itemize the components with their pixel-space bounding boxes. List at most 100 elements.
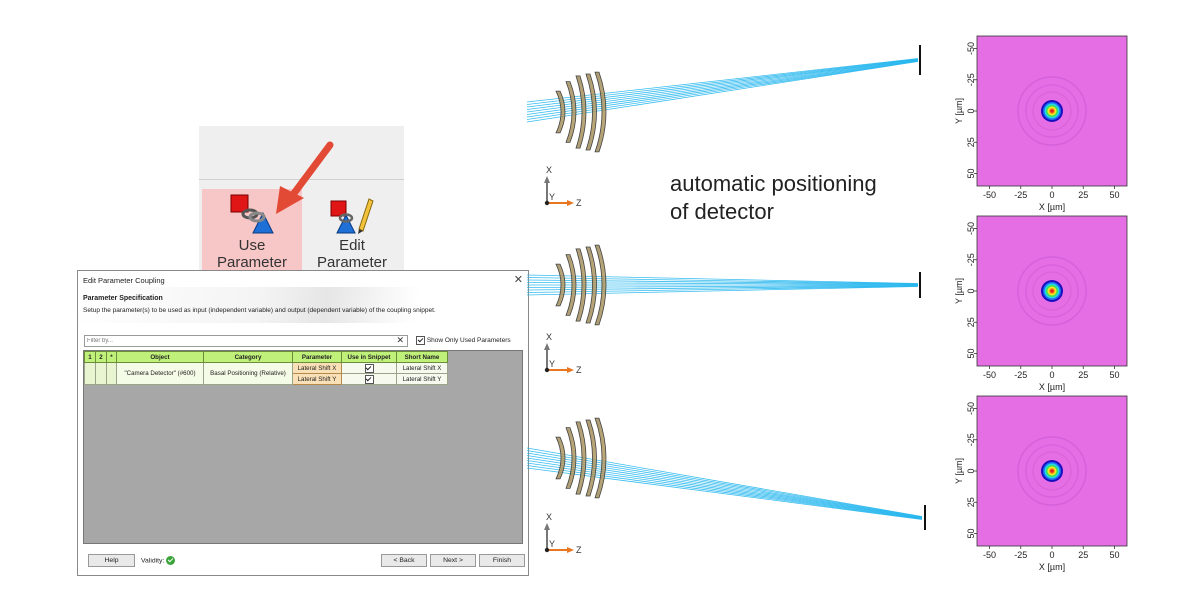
x-tick-label: -50	[983, 370, 996, 380]
section-title: Parameter Specification	[83, 295, 163, 302]
parameter-coupling-icon	[230, 194, 274, 234]
y-tick-label: 25	[966, 317, 976, 327]
x-tick-label: 0	[1049, 550, 1054, 560]
dialog-header-band	[78, 287, 528, 323]
object-cell[interactable]: "Camera Detector" (#600)	[116, 362, 204, 385]
annotation-text: automatic positioning of detector	[670, 171, 877, 224]
ray	[526, 465, 923, 520]
optical-scene-3: XYZ	[526, 417, 926, 555]
ray	[526, 58, 919, 103]
x-axis-label: X	[546, 332, 552, 342]
dialog-title: Edit Parameter Coupling	[83, 276, 165, 285]
x-tick-label: -25	[1014, 550, 1027, 560]
x-arrowhead	[544, 343, 550, 350]
y-axis-dot	[544, 367, 550, 373]
optical-scene-1: X Y Z	[526, 45, 921, 208]
category-cell[interactable]: Basal Positioning (Relative)	[203, 362, 293, 385]
x-tick-label: -50	[983, 550, 996, 560]
lens-element	[575, 421, 587, 495]
help-button[interactable]: Help	[88, 554, 135, 567]
finish-button[interactable]: Finish	[479, 554, 525, 567]
back-button[interactable]: < Back	[381, 554, 427, 567]
column-header[interactable]: 2	[95, 351, 107, 363]
x-tick-label: -25	[1014, 370, 1027, 380]
psf-core	[1050, 469, 1054, 473]
diffraction-ring	[1032, 451, 1072, 491]
lens-element	[565, 254, 577, 316]
show-only-used-checkbox[interactable]: Show Only Used Parameters	[416, 336, 511, 345]
show-only-used-label: Show Only Used Parameters	[426, 337, 511, 345]
optical-scene-2: XYZ	[526, 244, 921, 375]
validity-indicator: Validity:	[141, 556, 176, 565]
close-icon[interactable]: ✕	[513, 274, 523, 286]
y-tick-label: 0	[966, 468, 976, 473]
y-axis-label: Y	[549, 192, 555, 202]
x-axis-label: X	[546, 165, 552, 175]
short-name-cell[interactable]: Lateral Shift Y	[396, 373, 448, 385]
y-tick-label: 25	[966, 137, 976, 147]
ray	[526, 457, 923, 519]
column-header[interactable]: 1	[84, 351, 96, 363]
y-tick-label: -25	[966, 433, 976, 446]
checkbox-checked-icon[interactable]	[364, 363, 374, 373]
z-arrowhead	[567, 367, 574, 373]
next-button[interactable]: Next >	[430, 554, 476, 567]
table-row[interactable]: Lateral Shift Y Lateral Shift Y	[85, 373, 448, 385]
parameter-cell[interactable]: Lateral Shift Y	[292, 373, 342, 385]
section-description: Setup the parameter(s) to be used as inp…	[83, 307, 436, 314]
y-tick-label: -50	[966, 42, 976, 55]
y-axis-title: Y [µm]	[955, 458, 964, 484]
use-in-snippet-cell[interactable]	[341, 373, 397, 385]
use-in-snippet-cell[interactable]	[341, 362, 397, 374]
z-axis-label: Z	[576, 198, 582, 208]
y-tick-label: 0	[966, 288, 976, 293]
x-axis-title: X [µm]	[1039, 202, 1065, 212]
lens-element	[585, 419, 597, 497]
x-tick-label: -25	[1014, 190, 1027, 200]
x-tick-label: 50	[1109, 190, 1119, 200]
table-row[interactable]: "Camera Detector" (#600) Basal Positioni…	[84, 362, 448, 385]
checkbox-checked-icon[interactable]	[416, 336, 425, 345]
y-axis-dot	[544, 200, 550, 206]
x-tick-label: 25	[1078, 550, 1088, 560]
filter-input[interactable]	[85, 336, 389, 345]
ray	[526, 460, 923, 519]
x-arrowhead	[544, 523, 550, 530]
y-tick-label: 0	[966, 108, 976, 113]
lens-element	[565, 81, 577, 143]
x-tick-label: 50	[1109, 370, 1119, 380]
x-tick-label: 50	[1109, 550, 1119, 560]
lens-element	[565, 427, 577, 489]
parameter-grid: 1 2 * Object Category Parameter Use in S…	[83, 350, 523, 544]
diffraction-ring	[1025, 264, 1079, 318]
x-axis-label: X	[546, 512, 552, 522]
ray	[526, 58, 919, 105]
z-axis-label: Z	[576, 545, 582, 555]
valid-check-icon	[166, 556, 176, 565]
validity-label: Validity:	[141, 557, 165, 565]
ray	[526, 455, 923, 519]
z-arrowhead	[567, 547, 574, 553]
diffraction-ring	[1025, 444, 1079, 498]
lens-element	[575, 248, 587, 322]
ray	[526, 467, 923, 520]
x-tick-label: 25	[1078, 190, 1088, 200]
lens-element	[594, 244, 607, 326]
y-tick-label: -25	[966, 73, 976, 86]
ray	[526, 462, 923, 520]
y-tick-label: 25	[966, 497, 976, 507]
psf-core	[1050, 109, 1054, 113]
parameter-cell[interactable]: Lateral Shift X	[292, 362, 342, 374]
psf-core	[1050, 289, 1054, 293]
diffraction-ring	[1017, 436, 1087, 506]
parameter-table: 1 2 * Object Category Parameter Use in S…	[84, 351, 448, 385]
z-axis-label: Z	[576, 365, 582, 375]
y-axis-title: Y [µm]	[955, 98, 964, 124]
clear-filter-icon[interactable]: ✕	[396, 335, 404, 345]
checkbox-checked-icon[interactable]	[364, 374, 374, 384]
dialog-footer: Help Validity: < Back Next > Finish	[78, 548, 528, 574]
z-arrowhead	[567, 200, 574, 206]
